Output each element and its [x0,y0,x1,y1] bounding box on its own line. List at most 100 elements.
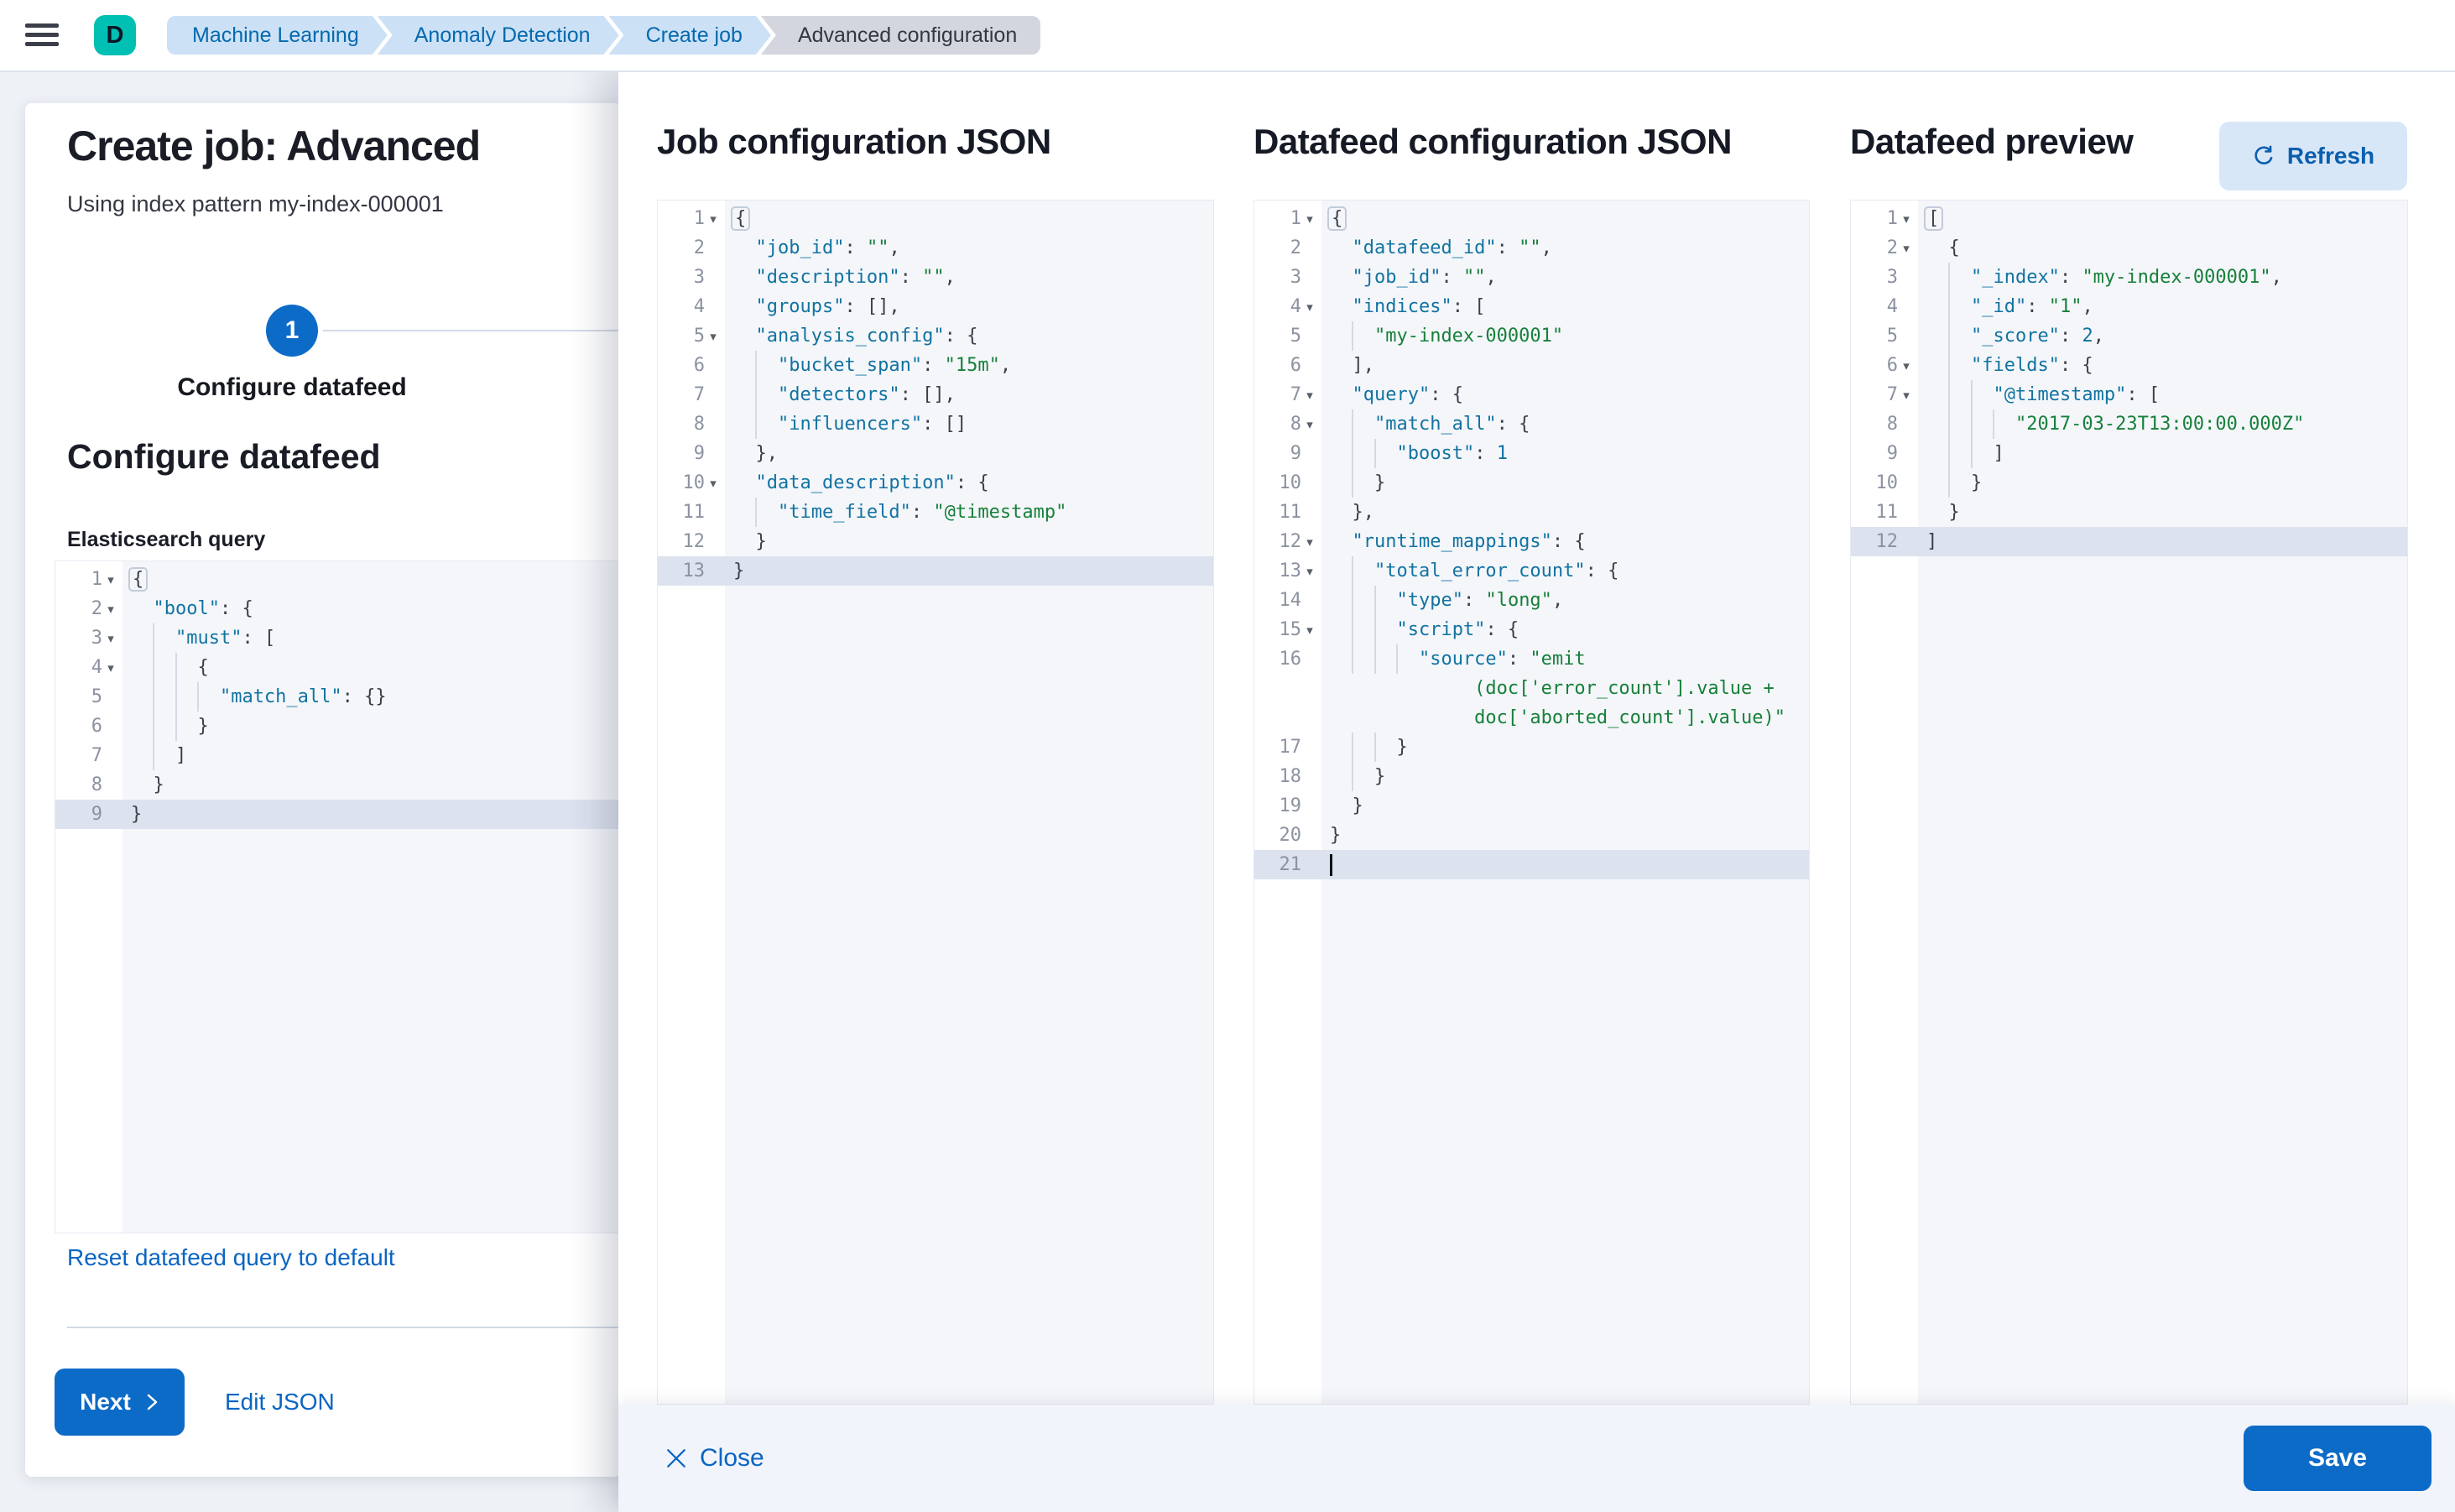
fold-arrow-icon[interactable]: ▾ [710,211,717,227]
code-line[interactable]: "bucket_span": "15m", [725,351,1213,380]
code-line[interactable]: } [122,712,621,741]
code-line[interactable]: } [1321,762,1809,791]
code-line[interactable]: "match_all": {} [122,682,621,712]
code-line[interactable]: } [1321,468,1809,498]
edit-json-button[interactable]: Edit JSON [220,1369,340,1436]
code-line[interactable]: "query": { [1352,384,1463,405]
breadcrumb: Machine Learning Anomaly Detection Creat… [167,16,1041,55]
breadcrumb-create-job[interactable]: Create job [609,16,771,55]
code-line[interactable]: { [1948,237,1960,258]
reset-datafeed-query-link[interactable]: Reset datafeed query to default [67,1244,395,1270]
fold-arrow-icon[interactable]: ▾ [107,572,114,587]
breadcrumb-machine-learning[interactable]: Machine Learning [167,16,388,55]
code-line[interactable]: } [755,531,767,552]
code-line[interactable]: "source": "emit [1321,644,1809,674]
fold-arrow-icon[interactable]: ▾ [710,329,717,344]
next-button[interactable]: Next [55,1369,185,1436]
code-line[interactable]: "bool": { [153,598,253,619]
code-line[interactable]: }, [1352,502,1374,523]
code-line[interactable]: { [122,653,621,682]
code-line[interactable]: "boost": 1 [1321,439,1809,468]
code-line[interactable]: "groups": [], [755,296,900,317]
code-line[interactable]: (doc['error_count'].value + [1474,678,1775,699]
code-line[interactable]: doc['aborted_count'].value)" [1474,707,1786,728]
code-line[interactable]: }, [755,443,778,464]
code-line[interactable]: "_score": 2, [1918,321,2407,351]
save-button[interactable]: Save [2244,1426,2432,1491]
code-line[interactable]: "job_id": "", [755,237,900,258]
code-line[interactable]: "detectors": [], [725,380,1213,409]
line-number-cell: 9 [693,443,705,464]
code-line[interactable]: } [725,556,1213,586]
code-line[interactable]: "runtime_mappings": { [1352,531,1586,552]
code-line[interactable]: "influencers": [] [725,409,1213,439]
editor-code-area[interactable]: { "datafeed_id": "", "job_id": "", "indices… [1321,201,1809,1404]
code-line[interactable]: "@timestamp": [ [1918,380,2407,409]
line-number-cell: 10 [1875,472,1899,493]
fold-arrow-icon[interactable]: ▾ [107,660,114,675]
close-button[interactable]: Close [660,1443,769,1473]
code-line[interactable]: "datafeed_id": "", [1352,237,1552,258]
fold-arrow-icon[interactable]: ▾ [107,631,114,646]
fold-arrow-icon[interactable]: ▾ [107,602,114,617]
space-avatar[interactable]: D [94,15,136,55]
code-line[interactable]: } [1321,733,1809,762]
code-line[interactable]: { [725,204,1213,233]
fold-arrow-icon[interactable]: ▾ [1306,623,1313,638]
menu-icon[interactable] [25,23,59,47]
code-line[interactable]: } [153,774,164,795]
code-line[interactable]: { [1321,204,1809,233]
code-line[interactable]: } [122,800,621,829]
code-line[interactable]: "match_all": { [1321,409,1809,439]
fold-arrow-icon[interactable]: ▾ [1306,300,1313,315]
fold-arrow-icon[interactable]: ▾ [1903,241,1910,256]
code-line[interactable]: "job_id": "", [1352,267,1497,288]
editor-code-area[interactable]: [ { "_index": "my-index-000001","_id": "1"… [1918,201,2407,1404]
code-line[interactable]: "analysis_config": { [755,326,978,347]
code-line[interactable]: } [1948,502,1960,523]
code-line[interactable]: } [1330,825,1342,846]
code-line[interactable] [1321,850,1809,879]
editor-code-area[interactable]: {"bool": {"must": [{"match_all": {}}]}} [122,561,621,1233]
elasticsearch-query-label: Elasticsearch query [67,528,266,551]
fold-arrow-icon[interactable]: ▾ [1903,388,1910,403]
code-line[interactable]: } [1352,795,1363,816]
code-line[interactable]: "_index": "my-index-000001", [1918,263,2407,292]
code-line[interactable]: [ [1918,204,2407,233]
code-line[interactable]: } [1918,468,2407,498]
editor-code-area[interactable]: { "job_id": "", "description": "", "groups"… [725,201,1213,1404]
code-line[interactable]: "indices": [ [1352,296,1486,317]
code-line[interactable]: "my-index-000001" [1321,321,1809,351]
code-line[interactable]: ] [122,741,621,770]
code-line[interactable]: "_id": "1", [1918,292,2407,321]
fold-arrow-icon[interactable]: ▾ [1306,388,1313,403]
fold-arrow-icon[interactable]: ▾ [1306,534,1313,550]
code-line[interactable]: "total_error_count": { [1321,556,1809,586]
fold-arrow-icon[interactable]: ▾ [710,476,717,491]
code-line[interactable]: ] [1918,527,2407,556]
code-line[interactable]: "data_description": { [755,472,989,493]
code-line[interactable]: "type": "long", [1321,586,1809,615]
fold-arrow-icon[interactable]: ▾ [1306,211,1313,227]
breadcrumb-anomaly-detection[interactable]: Anomaly Detection [378,16,619,55]
line-number-cell: 11 [1875,502,1899,523]
code-line[interactable]: "script": { [1321,615,1809,644]
fold-arrow-icon[interactable]: ▾ [1306,564,1313,579]
fold-arrow-icon[interactable]: ▾ [1306,417,1313,432]
fold-arrow-icon[interactable]: ▾ [1903,358,1910,373]
fold-arrow-icon[interactable]: ▾ [1903,211,1910,227]
code-line[interactable]: "description": "", [755,267,956,288]
code-line[interactable]: "2017-03-23T13:00:00.000Z" [1918,409,2407,439]
code-line[interactable]: "fields": { [1918,351,2407,380]
code-line[interactable]: "time_field": "@timestamp" [725,498,1213,527]
code-line[interactable]: { [122,565,621,594]
code-line[interactable]: "must": [ [122,623,621,653]
code-line[interactable]: ], [1352,355,1374,376]
refresh-button[interactable]: Refresh [2219,122,2407,190]
code-line[interactable]: ] [1918,439,2407,468]
